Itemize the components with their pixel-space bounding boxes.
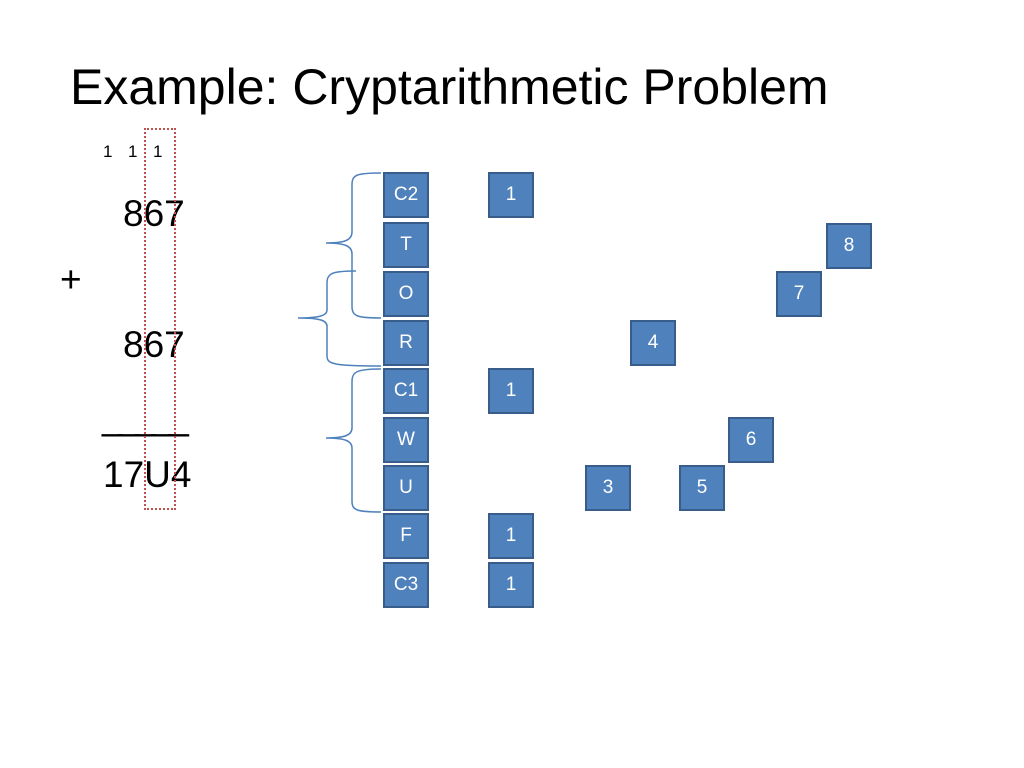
value-c2-cell: 1 [488, 172, 534, 218]
plus-sign: + [60, 259, 82, 300]
brace-c2-t-o [325, 172, 382, 319]
carry-digit: 1 [153, 142, 163, 161]
value-w-cell: 6 [728, 417, 774, 463]
value-f-cell: 1 [488, 513, 534, 559]
variable-u-cell: U [383, 465, 429, 511]
carry-digit: 1 [103, 142, 113, 161]
brace-t-o-r [297, 270, 382, 367]
slide-title: Example: Cryptarithmetic Problem [70, 59, 829, 115]
carry-digit: 1 [128, 142, 138, 161]
value-r-cell: 4 [630, 320, 676, 366]
variable-w-cell: W [383, 417, 429, 463]
variable-o-cell: O [383, 271, 429, 317]
value-o-cell: 7 [776, 271, 822, 317]
brace-c1-w-u [325, 368, 382, 513]
sum-result: 17U4 [103, 454, 192, 495]
variable-t-cell: T [383, 222, 429, 268]
current-column-highlight [144, 128, 176, 510]
variable-c2-cell: C2 [383, 172, 429, 218]
value-t-cell: 8 [826, 223, 872, 269]
variable-c1-cell: C1 [383, 368, 429, 414]
value-u-alt-cell: 3 [585, 465, 631, 511]
value-c1-cell: 1 [488, 368, 534, 414]
variable-c3-cell: C3 [383, 562, 429, 608]
value-c3-cell: 1 [488, 562, 534, 608]
variable-f-cell: F [383, 513, 429, 559]
value-u-cell: 5 [679, 465, 725, 511]
variable-r-cell: R [383, 320, 429, 366]
